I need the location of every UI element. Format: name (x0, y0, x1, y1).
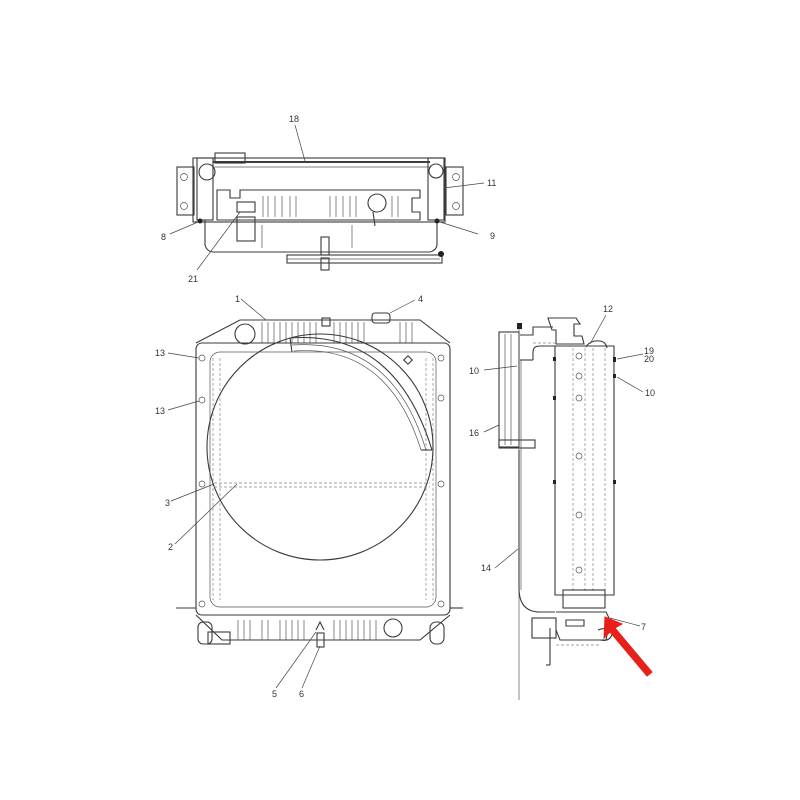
callout-10-right: 10 (645, 388, 655, 398)
callout-16: 16 (469, 428, 479, 438)
callout-10-left: 10 (469, 366, 479, 376)
callout-12: 12 (603, 304, 613, 314)
callout-2: 2 (168, 542, 173, 552)
callout-13-lower: 13 (155, 406, 165, 416)
callout-8: 8 (161, 232, 166, 242)
callout-19: 19 (644, 346, 654, 356)
callout-13-upper: 13 (155, 348, 165, 358)
callout-5: 5 (272, 689, 277, 699)
side-view: 12 19 20 10 10 16 14 7 (469, 304, 655, 700)
highlight-arrow-icon (603, 616, 653, 677)
callout-7: 7 (641, 622, 646, 632)
front-view: 1 4 13 13 3 2 5 6 (155, 294, 463, 699)
callout-20: 20 (644, 354, 654, 364)
callout-14: 14 (481, 563, 491, 573)
callout-9: 9 (490, 231, 495, 241)
callout-4: 4 (418, 294, 423, 304)
callout-21: 21 (188, 274, 198, 284)
callout-3: 3 (165, 498, 170, 508)
callout-1: 1 (235, 294, 240, 304)
callout-18: 18 (289, 114, 299, 124)
callout-6: 6 (299, 689, 304, 699)
top-view: 18 11 8 9 21 (161, 114, 496, 284)
callout-11: 11 (487, 178, 496, 188)
